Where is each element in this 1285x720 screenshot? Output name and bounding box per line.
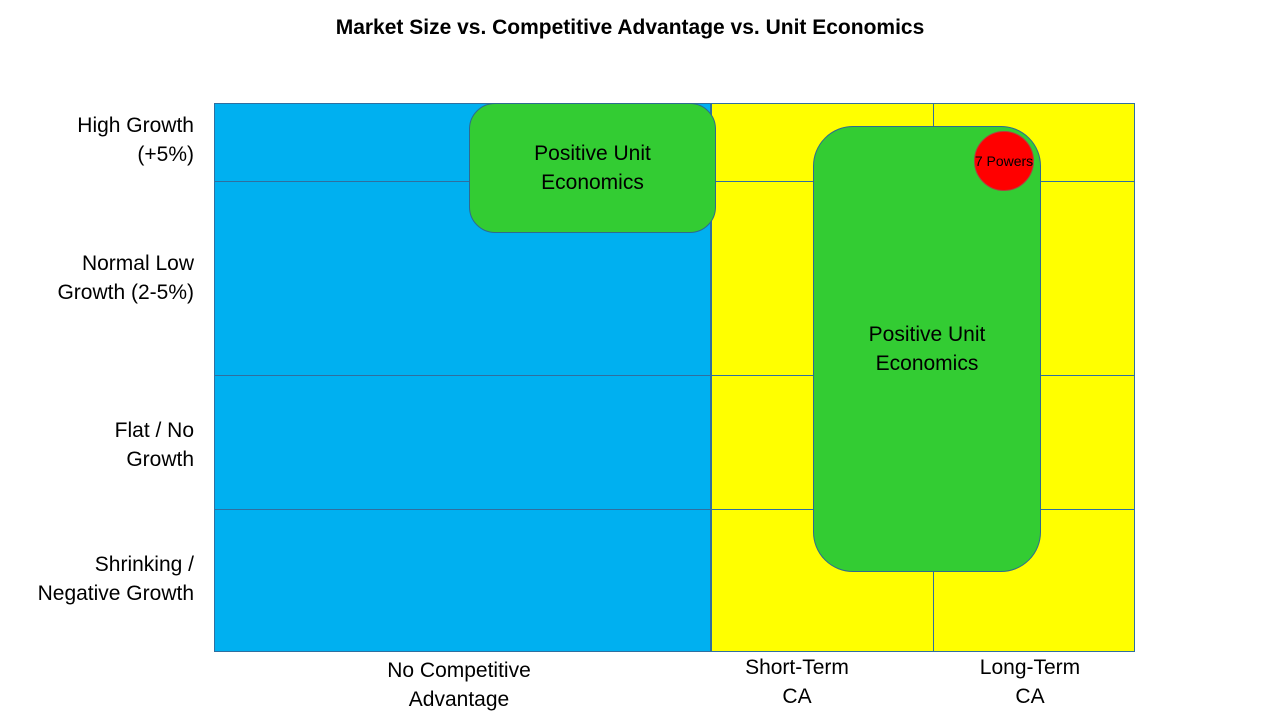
col-label-short-term-ca: Short-Term CA bbox=[745, 656, 849, 708]
chart-title: Market Size vs. Competitive Advantage vs… bbox=[335, 16, 925, 39]
grid-line-row-2 bbox=[215, 375, 1134, 376]
row-label-negative-growth: Shrinking / Negative Growth bbox=[37, 553, 194, 605]
seven-powers-marker: 7 Powers bbox=[974, 131, 1034, 191]
box-label: Positive Unit Economics bbox=[868, 323, 986, 375]
row-label-high-growth: High Growth (+5%) bbox=[77, 114, 194, 166]
positive-unit-economics-box-no-ca: Positive Unit Economics bbox=[469, 103, 716, 233]
col-label-no-ca: No Competitive Advantage bbox=[387, 659, 531, 711]
grid-line-row-3 bbox=[215, 509, 1134, 510]
row-label-normal-low-growth: Normal Low Growth (2-5%) bbox=[57, 252, 194, 304]
box-label: Positive Unit Economics bbox=[534, 142, 651, 194]
marker-label: 7 Powers bbox=[974, 153, 1034, 169]
positive-unit-economics-box-ca: Positive Unit Economics bbox=[813, 126, 1041, 572]
row-label-flat-growth: Flat / No Growth bbox=[114, 419, 194, 471]
col-label-long-term-ca: Long-Term CA bbox=[979, 656, 1081, 708]
